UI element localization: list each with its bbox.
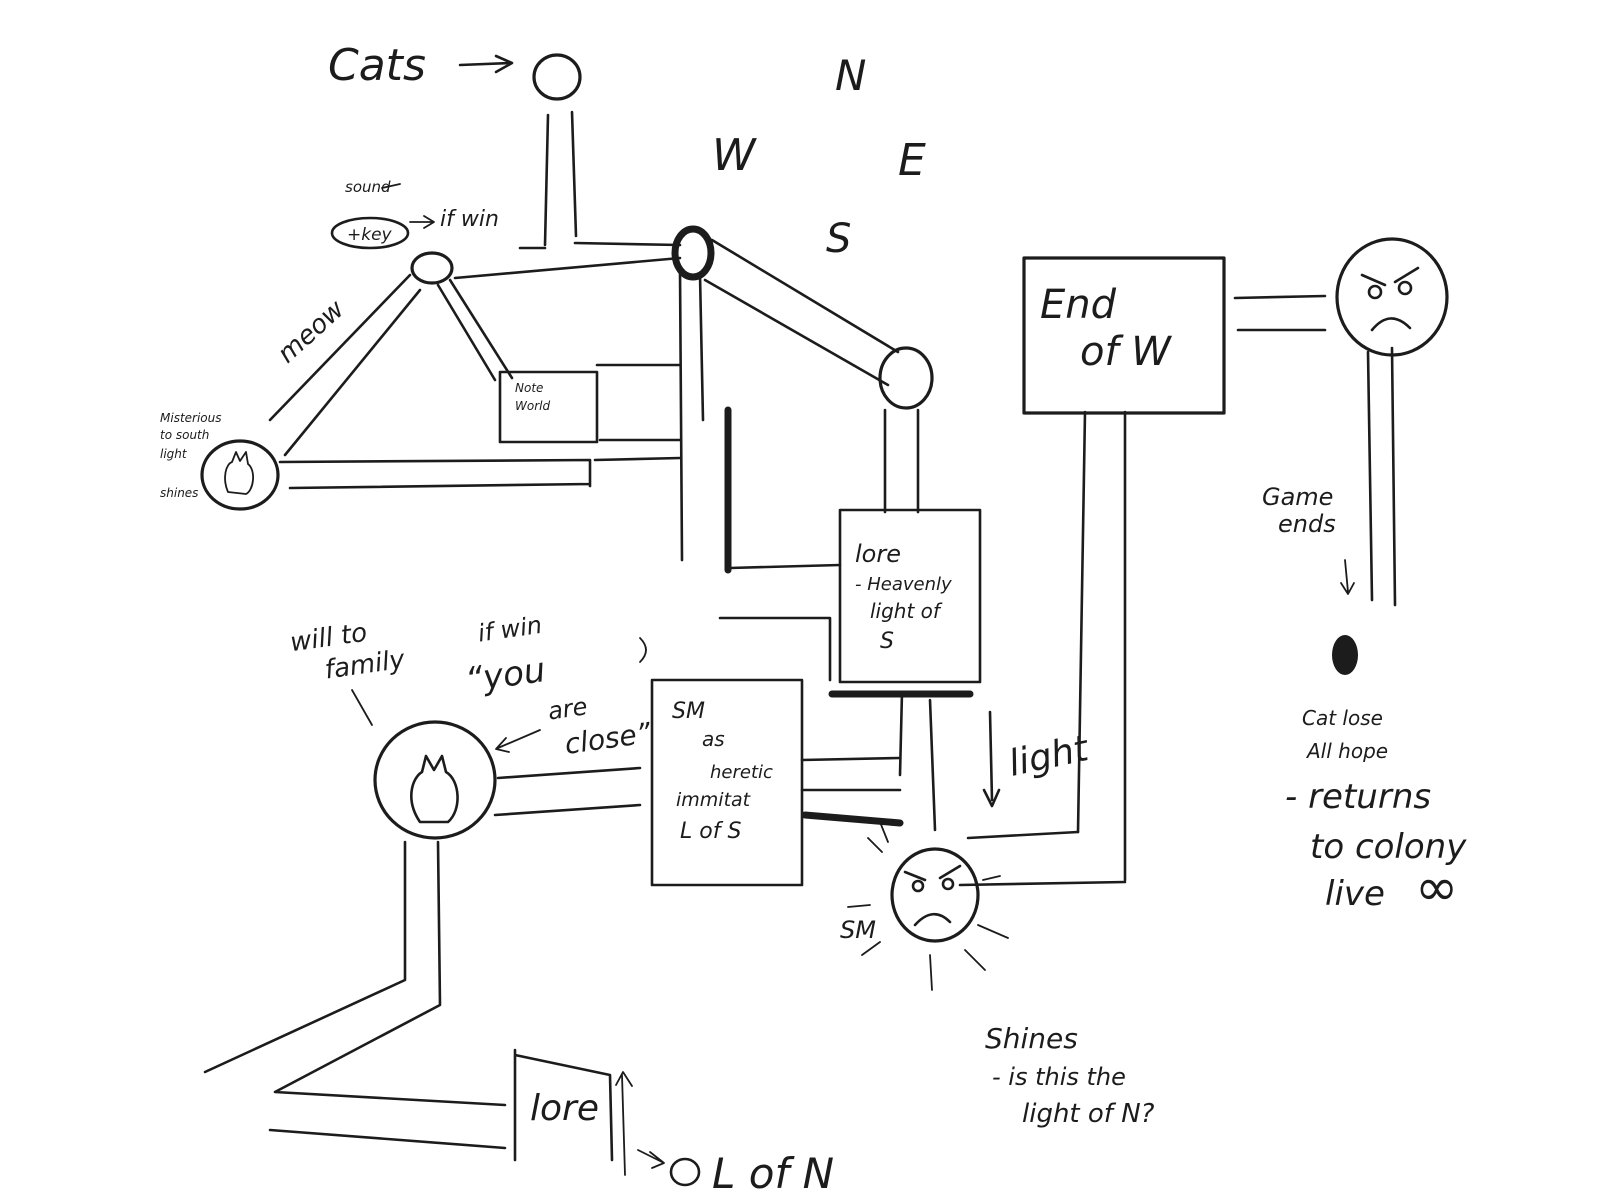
cat-icon [225,452,253,494]
if-win-bottom-label: if win [476,611,544,648]
mysterious-text: Misterious to south light shines [160,411,222,500]
game-ends-line2: ends [1278,510,1336,538]
l-of-n-arrow [638,1150,664,1168]
if-win-top-label: if win [440,207,499,232]
end-of-w-line1: End [1040,282,1117,328]
end-of-w-line2: of W [1080,329,1172,375]
path-cats-down [545,112,576,245]
key-label: +key [347,225,393,245]
you-are-close-arrow [496,730,540,752]
cat-lose-dot [1332,635,1358,675]
returns-line1: - returns [1285,777,1431,817]
key-node [412,253,452,283]
sm-face-node [892,849,978,941]
family-cat-icon [411,756,457,822]
lore-top-line1: lore [855,540,901,568]
you-are-close-line1: “you [463,650,548,701]
you-are-close-line2: are [546,692,589,725]
path-note-world-east [595,365,680,460]
sm-shine-rays [848,822,1008,990]
path-sm-box-east [802,758,900,790]
shines-line1: Shines [985,1022,1078,1055]
path-sm-east [960,832,1125,885]
angry-eye-left [1369,286,1381,298]
lore-bottom-label: lore [530,1088,599,1129]
path-central-southeast [705,240,898,385]
path-top-horizontal [455,243,680,278]
path-end-of-w-east [1235,296,1325,330]
you-are-close-line3: close” [563,716,654,761]
note-world-line1: Note [515,381,543,395]
will-to-family-pointer [352,690,372,725]
path-mysterious-east [280,460,590,488]
note-world-line2: World [515,399,550,413]
right-node [880,348,932,408]
lore-top-line2: - Heavenly [855,574,952,595]
if-win-closing-paren [640,638,646,662]
cats-start-node [534,55,580,99]
sm-face-features [905,866,960,925]
angry-face-node [1337,239,1447,355]
returns-line3: live [1325,874,1385,914]
sm-box-line3: heretic [710,762,773,783]
path-heavy-horizontal-2 [805,815,900,823]
game-ends-line1: Game [1262,483,1333,511]
compass: N W E S [712,51,926,262]
compass-west: W [712,130,757,181]
cat-lose-line2: All hope [1305,739,1388,763]
cats-label: Cats [328,40,426,91]
l-of-n-node [671,1159,699,1185]
svg-text:Misterious: Misterious [160,411,222,425]
path-right-node-down [885,410,918,512]
path-lore-top-west [720,565,840,680]
meow-label: meow [272,294,351,369]
sm-eye-right [943,879,953,889]
svg-text:to south: to south [160,428,209,442]
svg-text:shines: shines [160,486,198,500]
l-of-n-label: L of N [712,1149,834,1198]
shines-line2: - is this the [992,1063,1126,1091]
key-arrow [410,216,434,228]
compass-east: E [898,135,926,186]
svg-text:light: light [160,447,188,461]
path-to-note-world [438,280,512,380]
sm-box-line1: SM [672,699,705,724]
shines-line3: light of N? [1022,1099,1155,1129]
path-family-southwest [205,842,505,1105]
lore-top-box [840,510,980,682]
path-angry-face-down [1368,348,1395,605]
path-end-of-w-down [1078,412,1125,880]
path-bottom-horizontal [270,1130,505,1148]
compass-north: N [835,51,866,100]
sm-label: SM [840,916,876,944]
angry-eye-right [1399,282,1411,294]
light-label: light [1005,728,1093,785]
lore-top-line4: S [880,629,894,654]
lore-bottom-up-arrow [616,1072,632,1175]
angry-face-features [1362,268,1418,330]
path-family-east [495,768,640,815]
sm-box-line4: immitat [676,789,752,811]
game-ends-arrow [1341,560,1354,594]
sm-box-line5: L of S [680,819,741,844]
light-arrow [984,712,999,806]
cats-arrow [460,56,512,72]
path-lore-to-sm [900,692,935,830]
will-to-family-node [375,722,495,838]
compass-south: S [826,216,851,262]
sm-eye-left [913,881,923,891]
lore-top-line3: light of [870,599,943,623]
path-central-down [680,270,703,560]
mysterious-node [202,441,278,509]
infinity-symbol: ∞ [1415,858,1458,918]
cat-lose-line1: Cat lose [1302,706,1383,730]
sm-box-line2: as [702,727,725,751]
